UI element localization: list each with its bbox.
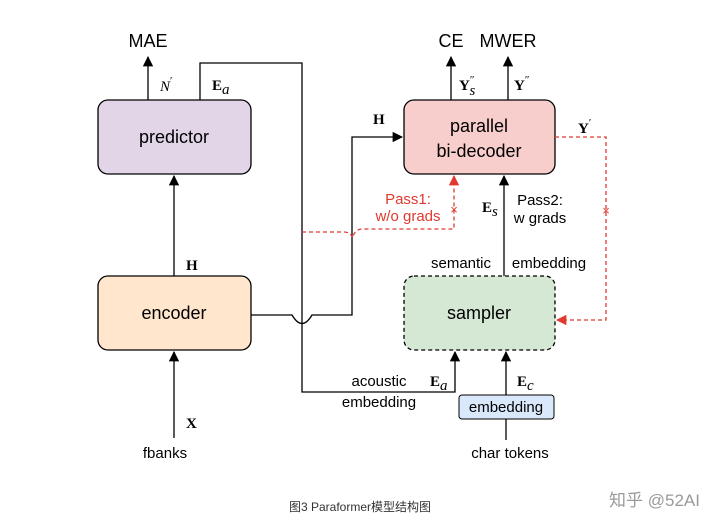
predictor-block	[97, 99, 252, 175]
acoustic-label: acoustic	[351, 373, 407, 390]
h-symbol-encoder: H	[186, 258, 198, 274]
embedding-label: embedding	[469, 399, 543, 416]
y-double-prime-symbol: Y″	[514, 74, 529, 94]
semantic-embedding-label: embedding	[512, 255, 586, 272]
fbanks-label: fbanks	[143, 445, 187, 462]
e-a-symbol-bottom: Ea	[430, 374, 448, 394]
y-prime-dashed-path	[555, 136, 607, 326]
y-prime-symbol: Y′	[578, 117, 591, 137]
sampler-block	[403, 275, 556, 351]
arrow-encoder-to-decoder	[251, 131, 404, 325]
mae-label: MAE	[128, 31, 167, 51]
cross-mark-y-prime: ×	[602, 203, 610, 218]
ce-label: CE	[438, 31, 463, 51]
pass1-label-line2: w/o grads	[374, 208, 440, 225]
figure-caption: 图3 Paraformer模型结构图	[289, 499, 431, 514]
semantic-label: semantic	[431, 255, 492, 272]
predictor-label: predictor	[139, 127, 209, 147]
e-c-symbol: Ec	[517, 374, 534, 394]
watermark: 知乎 @52AI	[609, 491, 700, 510]
h-symbol-decoder: H	[373, 112, 385, 128]
pass1-dashed-path	[302, 174, 460, 239]
pass2-label-line2: w grads	[513, 210, 567, 227]
decoder-label-line1: parallel	[450, 116, 508, 136]
y-s-double-prime-symbol: Y″s	[459, 74, 475, 99]
cross-mark-pass1: ×	[450, 202, 458, 217]
mwer-label: MWER	[480, 31, 537, 51]
parallel-bi-decoder-block	[403, 99, 556, 175]
e-s-symbol: Es	[482, 200, 498, 220]
n-prime-symbol: N′	[159, 75, 172, 95]
sampler-label: sampler	[447, 303, 511, 323]
x-symbol: X	[186, 416, 197, 432]
pass1-label-line1: Pass1:	[385, 191, 431, 208]
encoder-label: encoder	[141, 303, 206, 323]
decoder-label-line2: bi-decoder	[436, 141, 521, 161]
e-a-symbol-top: Ea	[212, 78, 230, 98]
arrow-ea-to-sampler	[199, 62, 461, 393]
pass2-label-line1: Pass2:	[517, 192, 563, 209]
acoustic-embedding-label: embedding	[342, 394, 416, 411]
char-tokens-label: char tokens	[471, 445, 549, 462]
